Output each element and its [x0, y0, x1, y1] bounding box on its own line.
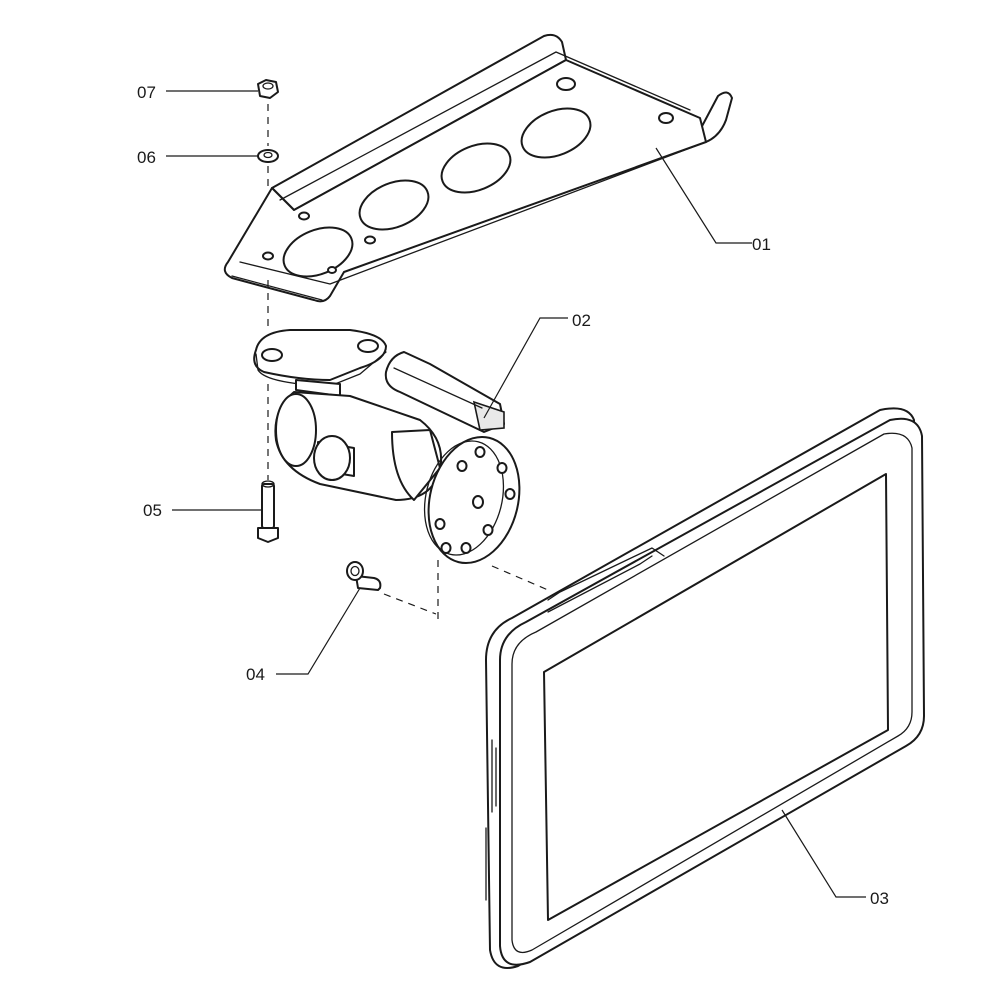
leader-04: [276, 587, 361, 675]
callout-02: 02: [572, 311, 591, 330]
part-06-washer: [257, 149, 279, 163]
leader-lines: [166, 90, 866, 898]
part-05-bolt: [257, 480, 279, 543]
part-02-swivel-mount: [253, 329, 521, 565]
callout-labels: 07 06 01 02 05 04 03: [137, 83, 889, 908]
callout-04: 04: [246, 665, 265, 684]
callout-03: 03: [870, 889, 889, 908]
part-03-display-screen: [485, 407, 925, 969]
callout-06: 06: [137, 148, 156, 167]
callout-05: 05: [143, 501, 162, 520]
callout-01: 01: [752, 235, 771, 254]
leader-03: [781, 809, 866, 898]
part-01-bracket-tray: [223, 33, 733, 303]
assembly-axis-lines: [267, 104, 549, 620]
callout-07: 07: [137, 83, 156, 102]
leader-02: [483, 317, 568, 419]
part-07-nut: [257, 79, 279, 99]
part-04-screw: [346, 561, 382, 591]
leader-01: [655, 147, 752, 244]
